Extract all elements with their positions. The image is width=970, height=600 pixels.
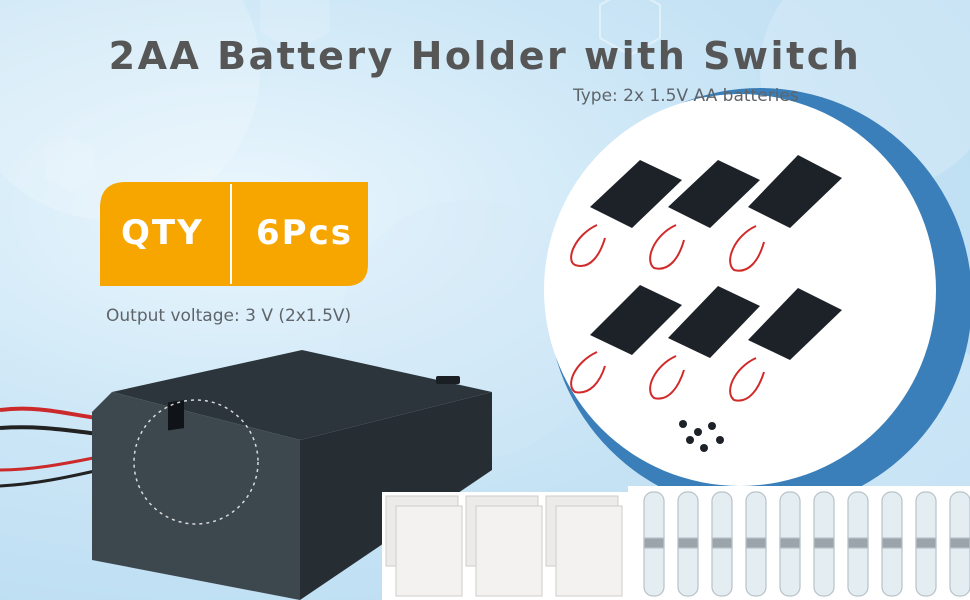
adhesive-pads-image	[382, 492, 628, 600]
battery-type-text: Type: 2x 1.5V AA batteries	[573, 86, 799, 106]
six-pack-circle-image	[544, 88, 970, 512]
quantity-badge: QTY 6Pcs	[100, 182, 368, 286]
page-title: 2AA Battery Holder with Switch	[108, 34, 862, 78]
wire-connectors-image	[628, 486, 970, 600]
quantity-badge-shape	[100, 182, 368, 286]
quantity-label: QTY	[121, 213, 204, 253]
output-voltage-text: Output voltage: 3 V (2x1.5V)	[106, 306, 352, 326]
quantity-value: 6Pcs	[256, 213, 353, 253]
